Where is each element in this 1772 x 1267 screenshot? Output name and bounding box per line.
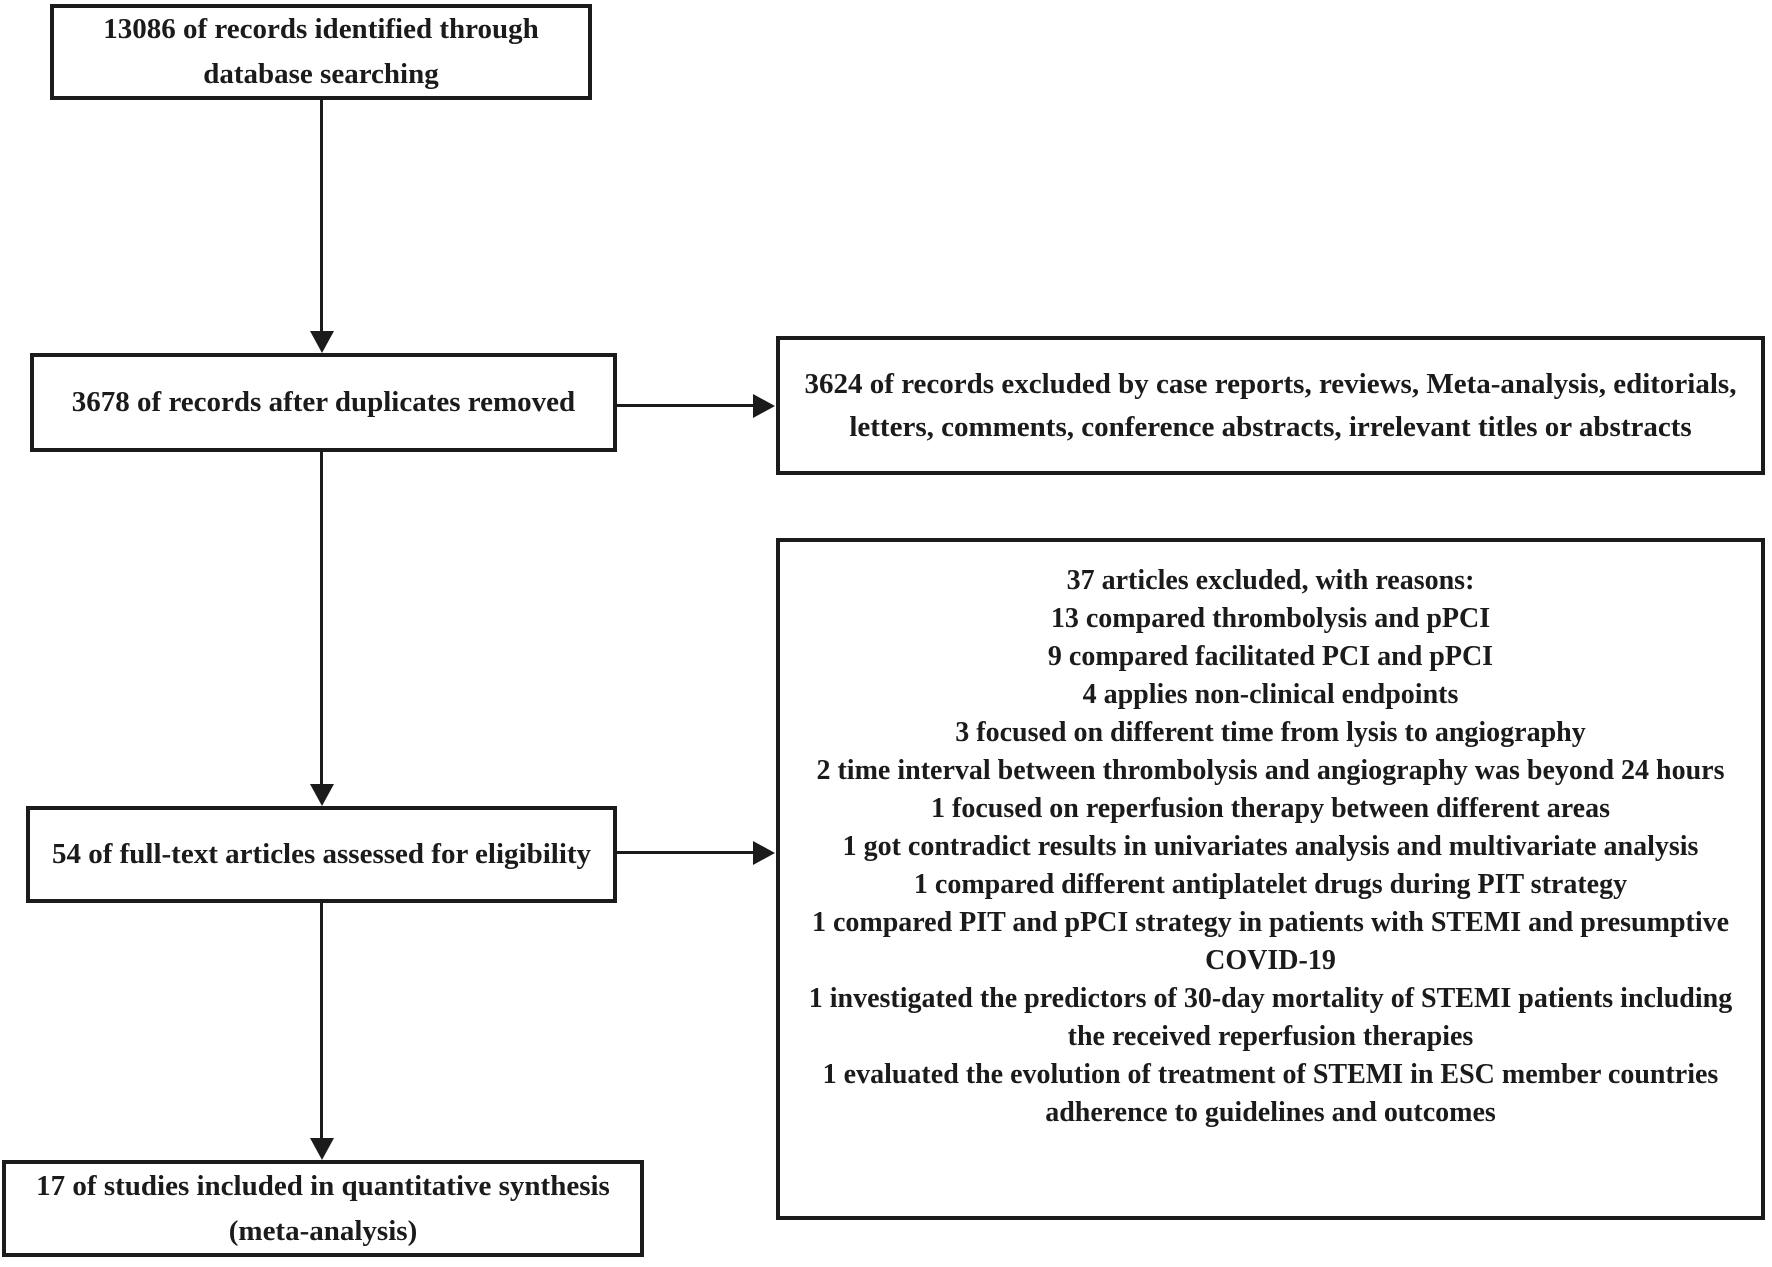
arrowhead-down-1 <box>310 331 334 353</box>
box-studies-included: 17 of studies included in quantitative s… <box>2 1160 644 1257</box>
exclusion-reason: 1 evaluated the evolution of treatment o… <box>822 1059 1719 1128</box>
box-fulltext-assessed-text: 54 of full-text articles assessed for el… <box>51 838 592 870</box>
arrowhead-down-2 <box>310 784 334 806</box>
connector-fulltext-to-excluded <box>617 851 755 854</box>
connector-duplicates-to-excluded <box>617 404 755 407</box>
exclusion-reason: 3 focused on different time from lysis t… <box>955 717 1586 748</box>
connector-identified-to-duplicates <box>320 100 323 333</box>
exclusion-reason: 1 focused on reperfusion therapy between… <box>931 793 1610 824</box>
exclusion-reason: 1 investigated the predictors of 30-day … <box>808 983 1733 1052</box>
box-records-excluded: 3624 of records excluded by case reports… <box>776 336 1765 475</box>
exclusion-reason: 1 compared different antiplatelet drugs … <box>913 869 1628 900</box>
box-articles-excluded: 37 articles excluded, with reasons: 13 c… <box>776 538 1765 1220</box>
arrowhead-right-1 <box>753 394 775 418</box>
box-fulltext-assessed: 54 of full-text articles assessed for el… <box>26 806 617 903</box>
articles-excluded-header: 37 articles excluded, with reasons: <box>1066 565 1475 596</box>
exclusion-reason: 4 applies non-clinical endpoints <box>1082 679 1459 710</box>
box-duplicates-removed: 3678 of records after duplicates removed <box>30 353 617 452</box>
connector-fulltext-to-included <box>320 903 323 1138</box>
exclusion-reason: 1 compared PIT and pPCI strategy in pati… <box>811 907 1730 976</box>
exclusion-reason: 2 time interval between thrombolysis and… <box>816 755 1725 786</box>
box-studies-included-text: 17 of studies included in quantitative s… <box>36 1169 610 1247</box>
box-records-excluded-text: 3624 of records excluded by case reports… <box>804 367 1737 443</box>
box-duplicates-removed-text: 3678 of records after duplicates removed <box>71 386 576 418</box>
arrowhead-down-3 <box>310 1138 334 1160</box>
connector-duplicates-to-fulltext <box>320 452 323 786</box>
articles-excluded-reason-list: 13 compared thrombolysis and pPCI 9 compa… <box>792 600 1749 1132</box>
exclusion-reason: 9 compared facilitated PCI and pPCI <box>1047 641 1494 672</box>
arrowhead-right-2 <box>753 841 775 865</box>
exclusion-reason: 13 compared thrombolysis and pPCI <box>1050 603 1491 634</box>
exclusion-reason: 1 got contradict results in univariates … <box>842 831 1699 862</box>
box-records-identified-text: 13086 of records identified through data… <box>103 13 539 90</box>
box-records-identified: 13086 of records identified through data… <box>50 4 592 100</box>
